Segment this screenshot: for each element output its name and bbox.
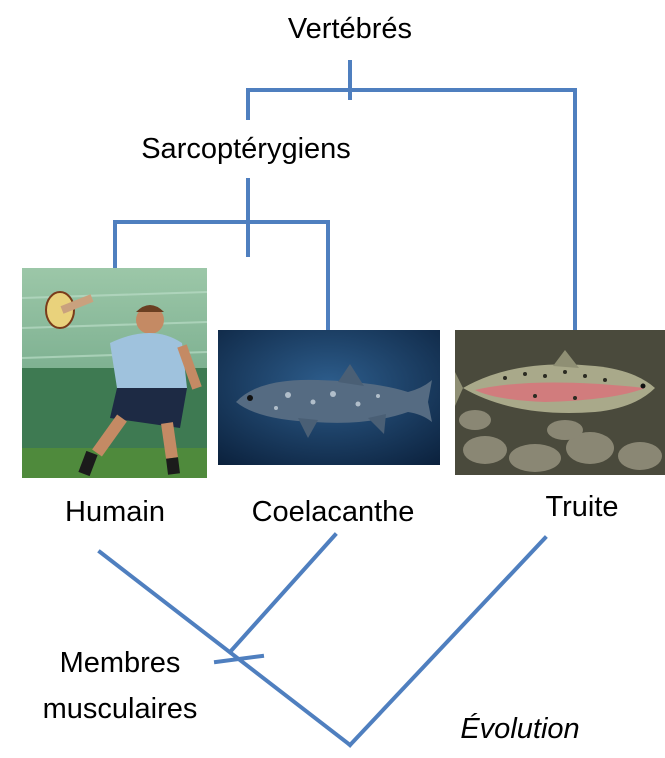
label-human: Humain: [65, 496, 165, 528]
human-lineage: [97, 549, 353, 748]
label-muscular-limbs-line1: Membres: [59, 647, 181, 679]
trout-lineage: [347, 535, 548, 748]
sarcopterygians-branch: [113, 220, 330, 330]
label-coelacanth: Coelacanthe: [251, 496, 415, 528]
label-muscular-limbs-line2: musculaires: [42, 693, 198, 725]
label-evolution: Évolution: [460, 713, 580, 745]
vertebrates-branch: [246, 88, 577, 337]
coelacanth-lineage: [227, 532, 338, 655]
limbs-marker: [213, 653, 265, 665]
coelacanth-photo: [218, 330, 440, 465]
label-trout: Truite: [545, 491, 619, 523]
label-vertebrates: Vertébrés: [287, 13, 413, 45]
label-sarcopterygians: Sarcoptérygiens: [141, 133, 351, 165]
human-photo: [22, 268, 207, 478]
trout-photo: [455, 330, 665, 475]
